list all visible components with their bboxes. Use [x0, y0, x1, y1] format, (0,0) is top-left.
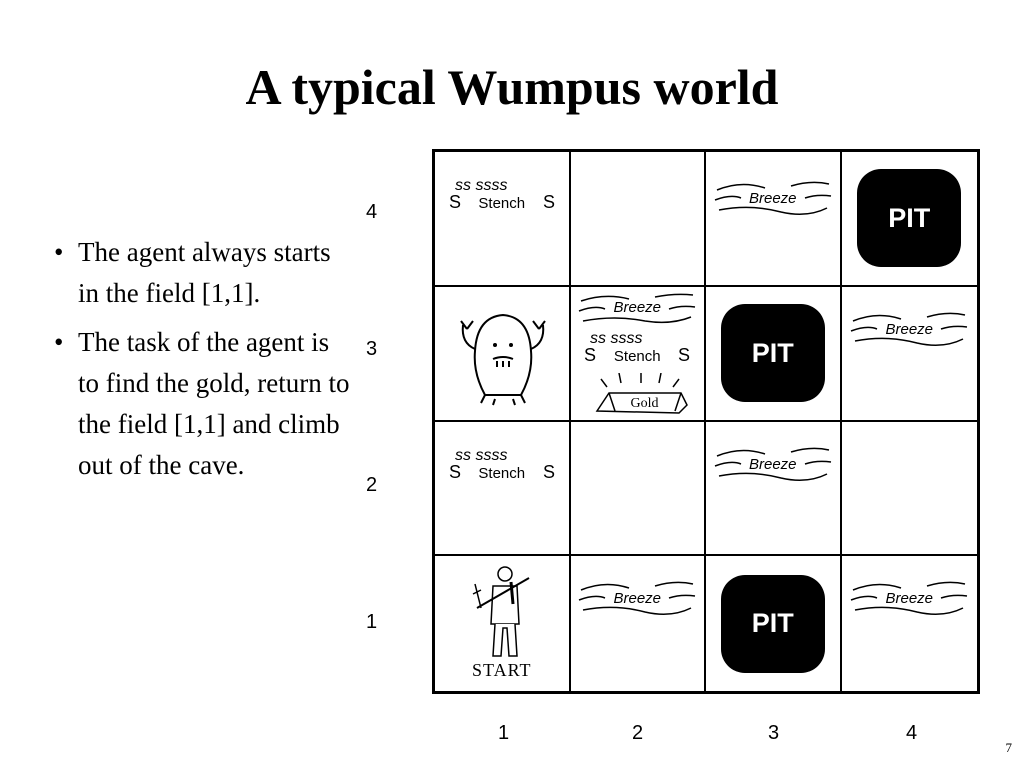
wumpus-grid: ss ssss S S Stench Breeze PIT — [432, 149, 980, 694]
cell-3-1: PIT — [706, 556, 842, 691]
breeze-percept: Breeze — [842, 578, 978, 620]
breeze-icon — [850, 312, 968, 346]
cell-2-1: Breeze — [571, 556, 706, 691]
breeze-percept: Breeze — [571, 291, 705, 327]
cell-1-2: ss ssss S S Stench — [435, 421, 571, 557]
breeze-label: Breeze — [613, 590, 662, 608]
pit: PIT — [720, 574, 825, 673]
breeze-icon — [850, 581, 968, 616]
stench-label: Stench — [478, 195, 526, 212]
row-label-3: 3 — [366, 338, 378, 360]
stench-percept: ss ssss S S Stench — [435, 446, 569, 486]
start-label: START — [472, 660, 532, 681]
bullet-dot-icon: • — [54, 237, 64, 267]
cell-1-3 — [435, 286, 571, 422]
cell-3-3: PIT — [706, 286, 842, 422]
breeze-percept: Breeze — [842, 309, 978, 351]
bullet-item: • The task of the agent is to find the g… — [52, 322, 352, 486]
cell-3-2: Breeze — [706, 421, 842, 557]
slide-title: A typical Wumpus world — [245, 59, 779, 115]
col-label-1: 1 — [498, 722, 510, 744]
cell-4-3: Breeze — [841, 287, 978, 422]
svg-text:ss ssss: ss ssss — [455, 177, 507, 194]
breeze-label: Breeze — [885, 320, 934, 338]
stench-icon: ss ssss S S — [449, 447, 555, 482]
svg-text:ss ssss: ss ssss — [590, 330, 642, 347]
breeze-label: Breeze — [885, 590, 934, 608]
row-label-2: 2 — [366, 474, 378, 496]
cell-2-3: Breeze ss ssss S S Stench Gold — [570, 286, 706, 422]
bullet-item: • The agent always starts in the field [1… — [52, 232, 352, 314]
gold-icon — [595, 372, 688, 414]
stench-icon: ss ssss S S — [449, 177, 555, 212]
pit: PIT — [720, 304, 825, 403]
cell-4-2 — [841, 422, 977, 557]
bullet-text: The task of the agent is to find the gol… — [78, 327, 350, 480]
breeze-label: Breeze — [748, 455, 797, 473]
svg-text:S: S — [449, 462, 461, 482]
breeze-icon — [714, 181, 831, 215]
gold-label: Gold — [630, 395, 659, 411]
svg-text:S: S — [584, 345, 596, 365]
breeze-icon — [578, 581, 696, 616]
cell-4-1: Breeze — [842, 556, 978, 691]
cell-2-2 — [570, 421, 706, 557]
cell-4-4: PIT — [841, 152, 977, 287]
stench-percept: ss ssss S S Stench — [571, 329, 705, 369]
col-label-4: 4 — [906, 722, 918, 744]
col-label-2: 2 — [632, 722, 644, 744]
row-label-1: 1 — [366, 611, 378, 633]
svg-text:S: S — [449, 192, 461, 212]
bullet-dot-icon: • — [54, 327, 64, 357]
cell-1-1: START — [435, 556, 571, 691]
svg-text:ss ssss: ss ssss — [455, 447, 507, 464]
stench-label: Stench — [613, 347, 661, 365]
cell-2-4 — [570, 152, 706, 287]
pit: PIT — [857, 169, 962, 268]
svg-text:S: S — [543, 192, 555, 212]
bullet-list: • The agent always starts in the field [1… — [52, 232, 352, 494]
svg-text:S: S — [543, 462, 555, 482]
breeze-label: Breeze — [613, 298, 662, 316]
page-number: 7 — [1005, 740, 1013, 755]
breeze-icon — [578, 293, 696, 323]
breeze-label: Breeze — [748, 190, 797, 207]
stench-icon: ss ssss S S — [584, 330, 690, 365]
breeze-percept: Breeze — [706, 178, 840, 220]
col-label-3: 3 — [768, 722, 780, 744]
cell-3-4: Breeze — [706, 152, 842, 287]
svg-text:S: S — [678, 345, 690, 365]
stench-label: Stench — [478, 464, 526, 482]
wumpus-icon — [460, 313, 546, 406]
breeze-percept: Breeze — [706, 444, 840, 486]
stench-percept: ss ssss S S Stench — [435, 176, 569, 216]
cell-1-4: ss ssss S S Stench — [435, 152, 571, 287]
breeze-percept: Breeze — [571, 578, 705, 620]
bullet-text: The agent always starts in the field [1,… — [78, 237, 331, 308]
breeze-icon — [714, 447, 831, 481]
agent-icon — [472, 566, 530, 657]
row-label-4: 4 — [366, 201, 378, 223]
